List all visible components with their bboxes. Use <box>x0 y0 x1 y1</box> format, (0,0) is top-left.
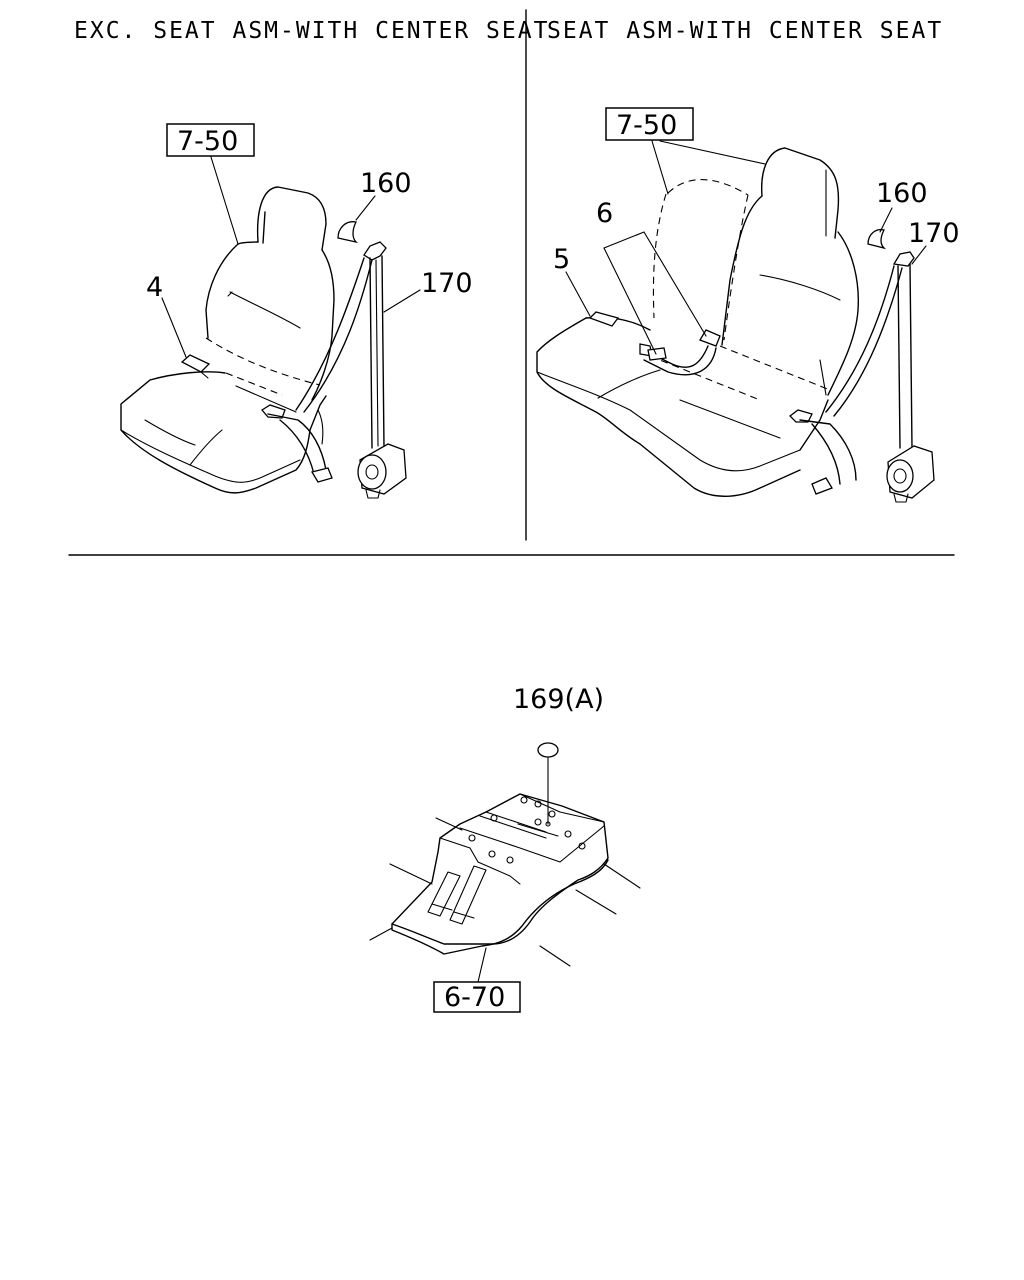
right-d-ring <box>892 251 915 267</box>
bottom-ref-box <box>433 981 521 1013</box>
right-callout-170: 170 <box>908 218 960 249</box>
left-buckle-leader <box>161 297 187 358</box>
left-belt-leader <box>383 289 421 313</box>
left-callout-170: 170 <box>421 268 473 299</box>
left-ref-box-label: 7-50 <box>177 126 238 157</box>
floor-panel-illustration: 169(A) <box>369 684 641 1013</box>
left-ref-leader <box>210 156 239 245</box>
left-buckle <box>180 354 211 373</box>
right-panel-heading: SEAT ASM-WITH CENTER SEAT <box>547 18 943 44</box>
left-panel-heading: EXC. SEAT ASM-WITH CENTER SEAT <box>74 18 549 44</box>
left-callout-4: 4 <box>146 272 163 303</box>
bottom-ref-box-label: 6-70 <box>444 982 505 1013</box>
left-anchor-leader <box>355 195 376 221</box>
plug-169a <box>537 742 559 758</box>
left-headrest <box>256 186 327 251</box>
right-seat-illustration: 7-50 5 6 <box>536 107 960 503</box>
right-anchor-cover <box>867 228 887 250</box>
left-callout-160: 160 <box>360 168 412 199</box>
right-callout-160: 160 <box>876 178 928 209</box>
left-ref-box <box>166 123 255 157</box>
right-ref-box-label: 7-50 <box>616 110 677 141</box>
left-seat-illustration: 7-50 4 160 <box>120 123 473 499</box>
left-anchor-cover <box>337 221 359 244</box>
bottom-callout-169a: 169(A) <box>513 684 604 715</box>
right-callout-5: 5 <box>553 244 570 275</box>
floor-tunnel <box>391 793 609 945</box>
right-ref-box <box>605 107 694 141</box>
right-headrest <box>761 147 840 239</box>
right-center-buckle <box>588 311 620 327</box>
right-callout-6: 6 <box>596 198 613 229</box>
